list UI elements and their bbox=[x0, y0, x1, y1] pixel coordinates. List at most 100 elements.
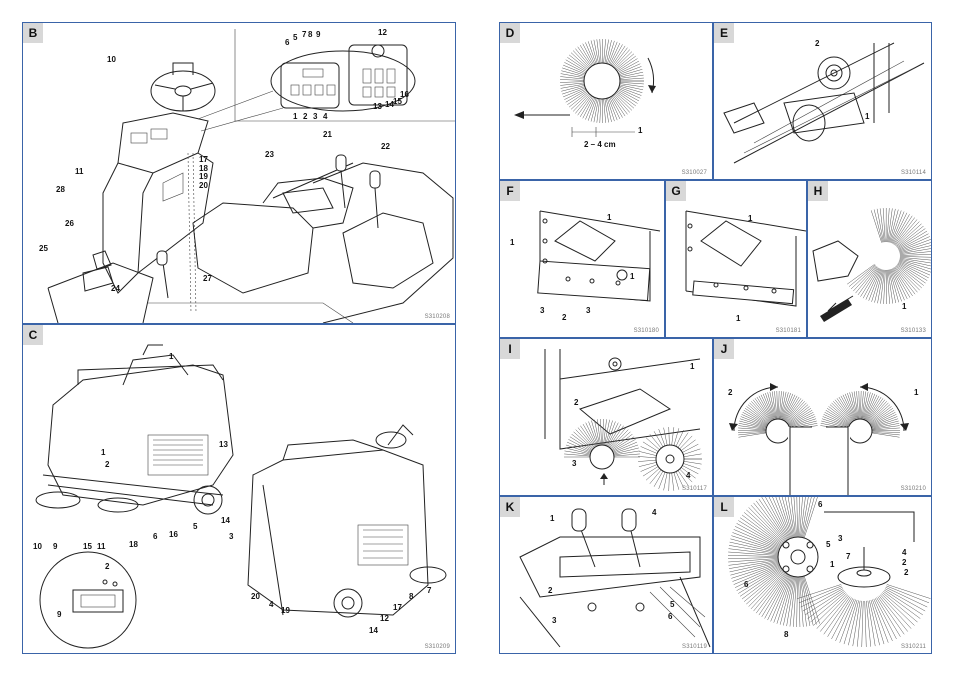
brush-rotation-diagram bbox=[729, 383, 909, 495]
figure-code: S310117 bbox=[682, 486, 707, 492]
callout-label: 2 bbox=[728, 388, 733, 397]
callout-label: 6 bbox=[285, 38, 290, 47]
callout-label: 4 bbox=[652, 508, 657, 517]
callout-label: 2 bbox=[548, 586, 553, 595]
callout-label: 16 bbox=[169, 530, 178, 539]
callout-label: 1 bbox=[510, 238, 515, 247]
callout-label: 10 bbox=[107, 55, 116, 64]
figure-i: I 1 2 3 4 S310117 bbox=[499, 338, 713, 496]
callout-label: 3 bbox=[313, 112, 318, 121]
figure-code: S310181 bbox=[775, 328, 801, 334]
figure-tag: D bbox=[500, 23, 520, 43]
callout-label: 1 bbox=[690, 362, 695, 371]
callout-label: 8 bbox=[784, 630, 789, 639]
callout-label: 3 bbox=[229, 532, 234, 541]
figure-code: S310027 bbox=[681, 170, 707, 176]
callout-label: 2 bbox=[105, 460, 110, 469]
figure-tag: G bbox=[666, 181, 686, 201]
callout-label: 9 bbox=[53, 542, 58, 551]
figure-code: S310114 bbox=[901, 170, 926, 176]
callout-label: 23 bbox=[265, 150, 274, 159]
callout-label: 15 bbox=[83, 542, 92, 551]
flap-adjusted-drawing bbox=[685, 210, 806, 307]
figure-b: B bbox=[22, 22, 456, 324]
callout-label: 14 bbox=[385, 100, 394, 109]
flap-adjustment-drawing bbox=[537, 210, 661, 302]
callout-label: 1 bbox=[830, 560, 835, 569]
callout-label: 8 bbox=[409, 592, 414, 601]
callout-label: 2 bbox=[303, 112, 308, 121]
callout-label: 11 bbox=[97, 542, 106, 551]
figure-tag: E bbox=[714, 23, 734, 43]
figure-l: L 6 5 4 3 7 1 2 6 2 8 S310211 bbox=[713, 496, 932, 654]
callout-label: 5 bbox=[293, 33, 298, 42]
callout-label: 3 bbox=[586, 306, 591, 315]
callout-label: 9 bbox=[57, 610, 62, 619]
callout-label: 2 bbox=[562, 313, 567, 322]
callout-label: 16 bbox=[400, 90, 409, 99]
callout-label: 1 bbox=[736, 314, 741, 323]
main-brush-drawing bbox=[544, 349, 702, 491]
callout-label: 14 bbox=[369, 626, 378, 635]
callout-label: 5 bbox=[670, 600, 675, 609]
callout-label: 19 bbox=[199, 172, 208, 181]
callout-label: 1 bbox=[748, 214, 753, 223]
callout-label: 25 bbox=[39, 244, 48, 253]
callout-label: 1 bbox=[607, 213, 612, 222]
figure-code: S310133 bbox=[900, 328, 926, 334]
lever-adjustment-drawing bbox=[519, 508, 711, 648]
figure-d: D 1 2 – 4 cm S310027 bbox=[499, 22, 713, 180]
callout-label: 18 bbox=[129, 540, 138, 549]
callout-label: 19 bbox=[281, 606, 290, 615]
figure-code: S310180 bbox=[633, 328, 659, 334]
callout-label: 1 bbox=[914, 388, 919, 397]
callout-label: 7 bbox=[302, 30, 307, 39]
callout-label: 6 bbox=[744, 580, 749, 589]
callout-label: 6 bbox=[818, 500, 823, 509]
figure-code: S310208 bbox=[424, 314, 450, 320]
figure-code: S310119 bbox=[682, 644, 707, 650]
figure-h: H 1 S310133 bbox=[807, 180, 932, 338]
callout-label: 12 bbox=[378, 28, 387, 37]
callout-label: 12 bbox=[380, 614, 389, 623]
callout-label: 1 bbox=[865, 112, 870, 121]
callout-label: 20 bbox=[251, 592, 260, 601]
callout-label: 2 bbox=[904, 568, 909, 577]
figure-tag: I bbox=[500, 339, 520, 359]
callout-label: 1 bbox=[550, 514, 555, 523]
figure-tag: C bbox=[23, 325, 43, 345]
callout-label: 22 bbox=[381, 142, 390, 151]
callout-label: 2 bbox=[574, 398, 579, 407]
callout-label: 5 bbox=[193, 522, 198, 531]
callout-label: 21 bbox=[323, 130, 332, 139]
figure-tag: L bbox=[714, 497, 734, 517]
figure-code: S310209 bbox=[424, 644, 450, 650]
callout-label: 6 bbox=[153, 532, 158, 541]
callout-label: 17 bbox=[199, 155, 208, 164]
callout-label: 2 bbox=[902, 558, 907, 567]
figure-e: E 2 1 S310114 bbox=[713, 22, 932, 180]
figure-code: S310210 bbox=[900, 486, 926, 492]
brush-wear-diagram bbox=[514, 39, 656, 137]
callout-label: 27 bbox=[203, 274, 212, 283]
callout-label: 28 bbox=[56, 185, 65, 194]
brush-removal-drawing bbox=[812, 207, 931, 322]
callout-label: 3 bbox=[540, 306, 545, 315]
figure-tag: B bbox=[23, 23, 43, 43]
callout-label: 24 bbox=[111, 284, 120, 293]
callout-label: 17 bbox=[393, 603, 402, 612]
callout-label: 11 bbox=[75, 167, 84, 176]
measure-label: 2 – 4 cm bbox=[584, 140, 616, 149]
callout-label: 5 bbox=[826, 540, 831, 549]
machine-dashboard-drawing bbox=[47, 29, 455, 323]
callout-label: 4 bbox=[902, 548, 907, 557]
machine-overview-drawing bbox=[35, 344, 447, 649]
figure-tag: J bbox=[714, 339, 734, 359]
callout-label: 7 bbox=[427, 586, 432, 595]
callout-label: 1 bbox=[638, 126, 643, 135]
figure-code: S310211 bbox=[901, 644, 926, 650]
callout-label: 13 bbox=[219, 440, 228, 449]
figure-c: C 1 13 1 2 10 9 15 11 18 6 16 5 14 3 bbox=[22, 324, 456, 654]
callout-label: 8 bbox=[308, 30, 313, 39]
callout-label: 2 bbox=[815, 39, 820, 48]
